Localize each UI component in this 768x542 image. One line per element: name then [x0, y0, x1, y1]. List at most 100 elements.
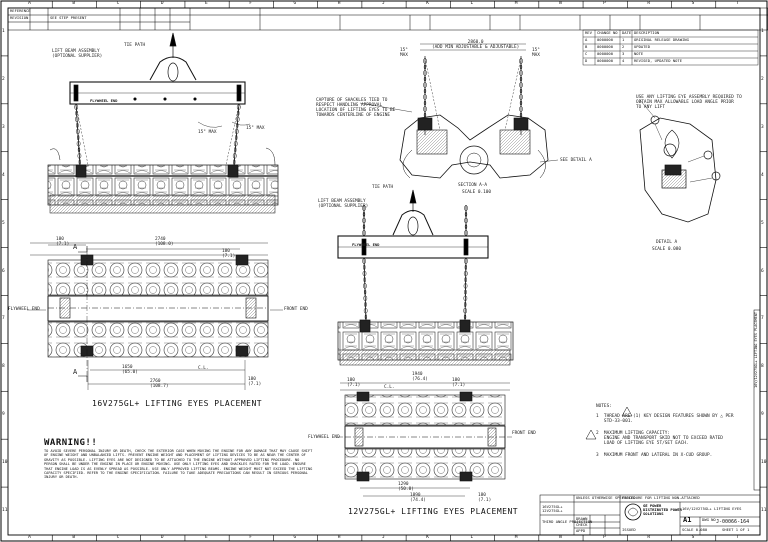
zone-letter: L	[470, 1, 474, 6]
chain-link	[519, 58, 523, 64]
br-spreader-label: LIFT BEAM ASSEMBLY (OPTIONAL SUPPLIER)	[318, 199, 369, 209]
chain-link	[75, 116, 79, 123]
zone-letter: R	[647, 535, 651, 540]
zone-letter: K	[426, 535, 429, 540]
tb-checked: CHECK	[576, 522, 588, 527]
chain-link	[77, 153, 82, 159]
tb-size: A1	[683, 516, 692, 524]
zone-number: 9	[2, 412, 5, 418]
zone-letter: H	[337, 535, 341, 540]
dim-br-2: 1940 (76.4)	[412, 372, 428, 382]
chain-link	[362, 230, 366, 236]
section-mark-bottom: A	[73, 368, 78, 376]
chain-link	[464, 301, 467, 308]
rev-table-cell: DATE	[622, 30, 632, 35]
zone-letter: H	[337, 1, 341, 6]
rev-table-cell: 0000000	[597, 58, 614, 63]
chain-link	[234, 128, 239, 135]
chain-link	[423, 58, 427, 64]
tb-doc-title: PROCEDURE FOR LIFTING NON-ATTACHED	[622, 495, 700, 500]
chain-link	[423, 82, 427, 88]
br-front-label: FRONT END	[512, 431, 536, 436]
zone-number: 4	[761, 172, 764, 178]
chain-link	[236, 122, 239, 129]
dim-tl-4: 1650 (65.0)	[122, 365, 138, 375]
sec-max-left: 15° MAX	[400, 48, 408, 58]
chain-link	[464, 258, 468, 264]
tb-projection: THIRD ANGLE PROJECTION	[542, 519, 593, 524]
tl-angle-label-1: 15" MAX	[198, 130, 217, 135]
dim-br-1: 180 (7.1)	[347, 378, 361, 388]
chain-link	[233, 140, 238, 147]
zone-letter: E	[205, 1, 208, 6]
warning-body: TO AVOID SEVERE PERSONAL INJURY OR DEATH…	[44, 449, 315, 480]
detail-note: USE ANY LIFTING EYE ASSEMBLY REQUIRED TO…	[636, 95, 742, 110]
zone-number: 8	[761, 364, 764, 370]
zone-number: 7	[761, 316, 764, 322]
rev-table-cell: 1	[622, 37, 625, 42]
chain-link	[464, 205, 468, 211]
chain-link	[423, 94, 427, 100]
chain-link	[235, 116, 240, 123]
zone-letter: M	[514, 535, 518, 540]
chain-link	[464, 217, 468, 224]
tb-scale: SCALE 0.080	[682, 527, 708, 532]
br-cl-label: C.L.	[384, 385, 395, 390]
zone-letter: M	[514, 1, 518, 6]
note-2: 2 MAXIMUM LIFTING CAPACITY: ENGINE AND T…	[596, 431, 723, 446]
zone-letter: B	[72, 1, 76, 6]
rev-table-cell: DESCRIPTION	[634, 30, 660, 35]
zone-letter: G	[293, 535, 297, 540]
chain-link	[363, 276, 366, 283]
tl-spreader-label: LIFT BEAM ASSEMBLY (OPTIONAL SUPPLIER)	[52, 49, 103, 59]
dim-br-6: 180 (7.1)	[478, 493, 492, 503]
section-mark-top: A	[73, 243, 78, 251]
tl-beam-label: FLYWHEEL END	[90, 98, 118, 103]
dim-tl-5: 2760 (108.7)	[150, 379, 169, 389]
chain-link	[236, 104, 241, 110]
chain-link	[464, 230, 468, 236]
chain-link	[519, 112, 523, 118]
zone-letter: D	[160, 1, 164, 6]
zone-number: 10	[761, 460, 767, 466]
note-1: 1 THREAD ARE (1) KEY DESIGN FEATURES SHO…	[596, 414, 734, 424]
zone-letter: B	[72, 535, 76, 540]
chain-link	[464, 264, 468, 271]
zone-number: 5	[2, 220, 5, 226]
rev-table-cell: 0000000	[597, 44, 614, 49]
sec-dim-label: 2860.0 (ADD MIN ADJUSTABLE & ADJUSTABLE)	[432, 40, 520, 50]
zone-number: 1	[2, 28, 5, 34]
chain-link	[363, 307, 368, 314]
revision-label: REVISION	[10, 15, 29, 20]
rev-table-cell: 4	[622, 58, 625, 63]
warning-heading: WARNING!!	[44, 438, 98, 448]
sec-max-right: 15° MAX	[532, 48, 540, 58]
chain-link	[362, 223, 366, 230]
dim-tl-3: 180 (7.1)	[222, 249, 236, 259]
tb-issued: ISSUED	[622, 527, 636, 532]
zone-letter: S	[691, 535, 695, 540]
tb-company: GE POWER DISTRIBUTED POWER SOLUTIONS	[643, 503, 682, 516]
zone-letter: T	[735, 1, 739, 6]
sec-detail-ref: SEE DETAIL A	[560, 158, 592, 163]
chain-link	[362, 270, 367, 277]
zone-letter: N	[558, 1, 562, 6]
chain-link	[464, 223, 468, 230]
chain-link	[464, 276, 467, 283]
chain-link	[362, 211, 366, 218]
zone-letter: R	[647, 1, 651, 6]
rev-table-cell: ORIGINAL RELEASE DRAWING	[634, 37, 689, 42]
rev-table-cell: D	[585, 58, 588, 63]
tl-front-label: FRONT END	[284, 307, 308, 312]
zone-letter: C	[116, 1, 120, 6]
chain-link	[423, 70, 427, 76]
chain-link	[464, 289, 467, 295]
zone-letter: A	[28, 535, 31, 540]
br-flywheel-label: FLYWHEEL END	[308, 435, 340, 440]
rev-table-cell: REVISED, UPDATED NOTE	[634, 58, 683, 63]
chain-link	[519, 88, 523, 94]
zone-letter: F	[249, 1, 252, 6]
tb-dwg-no: J-00066-164	[716, 519, 750, 525]
reference-text: SEE STEP PRESENT	[50, 15, 87, 20]
tb-sheet: SHEET 1 OF 1	[722, 527, 750, 532]
